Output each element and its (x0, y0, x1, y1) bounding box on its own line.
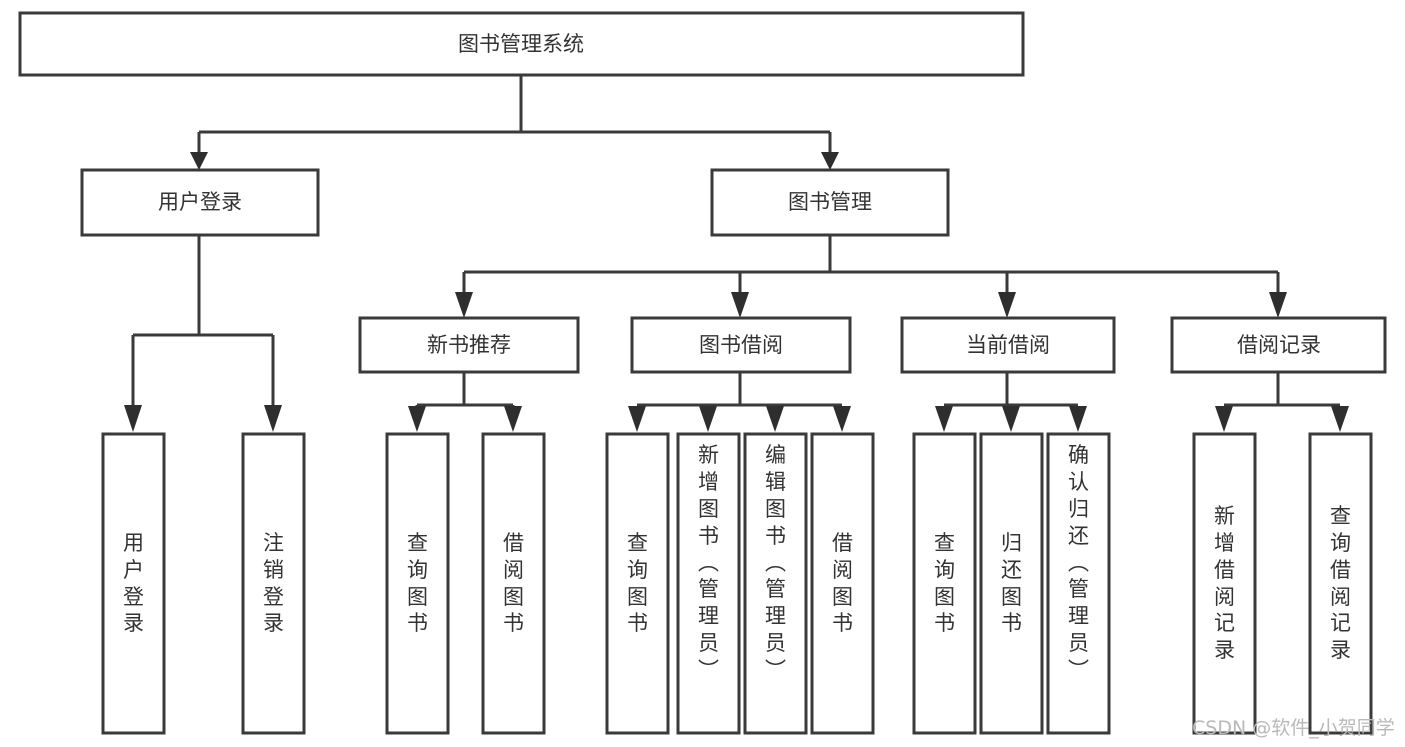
arrow-head-book-mgmt (821, 152, 839, 170)
node-leaf-logout[interactable] (241, 432, 306, 735)
node-current-borrow[interactable] (900, 316, 1116, 374)
arrow-head-cb-leaf-3 (1069, 406, 1087, 432)
connectors-layer (124, 76, 1349, 432)
arrow-head-leaf-user-login (124, 405, 142, 432)
node-user-login[interactable] (80, 168, 320, 237)
node-leaf-borrow-book-bb[interactable] (810, 432, 875, 735)
node-leaf-query-book-nb[interactable] (385, 432, 450, 735)
node-leaf-query-book-bb[interactable] (605, 432, 670, 735)
arrow-head-nb-leaf-2 (504, 406, 522, 432)
arrow-head-br-leaf-2 (1331, 406, 1349, 432)
arrow-head-nb-leaf-1 (408, 406, 426, 432)
node-leaf-edit-book-admin[interactable] (743, 432, 808, 735)
arrow-head-current-borrow (998, 292, 1016, 318)
arrow-head-bb-leaf-3 (766, 406, 784, 432)
arrow-head-new-book (455, 292, 473, 318)
arrow-head-borrow-records (1269, 292, 1287, 318)
node-leaf-add-borrow-record[interactable] (1192, 432, 1257, 735)
node-book-borrow[interactable] (630, 316, 852, 374)
node-leaf-query-book-cb[interactable] (912, 432, 977, 735)
node-leaf-borrow-book-nb[interactable] (481, 432, 546, 735)
node-new-book-recommend-label: 新书推荐 (427, 333, 511, 357)
node-new-book-recommend[interactable] (358, 316, 580, 374)
arrow-head-book-borrow (731, 292, 749, 318)
node-leaf-confirm-return-admin[interactable] (1046, 432, 1111, 735)
arrow-head-br-leaf-1 (1215, 406, 1233, 432)
arrow-head-cb-leaf-2 (1002, 406, 1020, 432)
node-leaf-query-borrow-record[interactable] (1308, 432, 1373, 735)
node-leaf-return-book[interactable] (979, 432, 1044, 735)
arrow-head-leaf-logout (264, 405, 282, 432)
arrow-head-cb-leaf-1 (935, 406, 953, 432)
node-current-borrow-label: 当前借阅 (966, 333, 1050, 357)
node-borrow-records-label: 借阅记录 (1237, 333, 1321, 357)
arrow-head-user-login (190, 152, 208, 170)
node-user-login-label: 用户登录 (158, 190, 242, 214)
arrow-head-bb-leaf-1 (628, 406, 646, 432)
node-leaf-add-book-admin[interactable] (676, 432, 741, 735)
node-borrow-records[interactable] (1170, 316, 1387, 374)
node-book-management-label: 图书管理 (788, 190, 872, 214)
node-leaf-user-login[interactable] (101, 432, 166, 735)
node-book-borrow-label: 图书借阅 (699, 333, 783, 357)
arrow-head-bb-leaf-2 (699, 406, 717, 432)
node-root[interactable] (18, 11, 1025, 77)
node-root-label: 图书管理系统 (458, 32, 584, 56)
node-book-management[interactable] (710, 168, 950, 237)
nodes-layer: 图书管理系统 用户登录 图书管理 新书推荐 图书借阅 当前借阅 借阅记录 (18, 11, 1387, 735)
arrow-head-bb-leaf-4 (833, 406, 851, 432)
